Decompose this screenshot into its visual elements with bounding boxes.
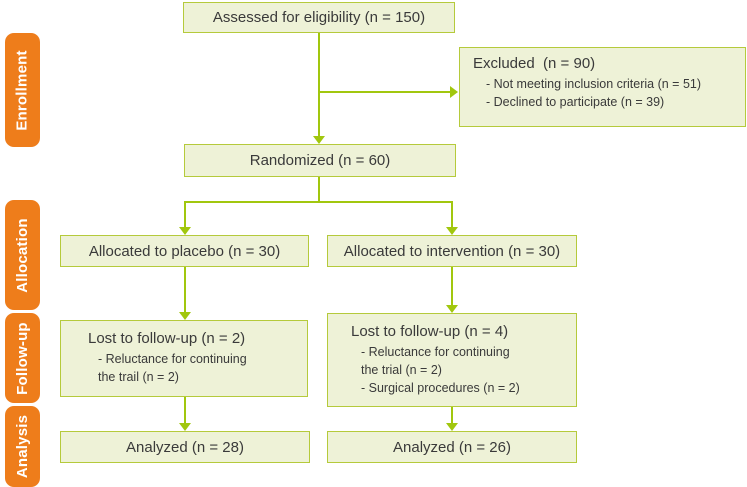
- arrowhead-down-icon: [179, 312, 191, 320]
- randomized-box: Randomized (n = 60): [184, 144, 456, 177]
- arrowhead-right-icon: [450, 86, 458, 98]
- allocated-placebo-text: Allocated to placebo (n = 30): [88, 242, 281, 260]
- connector-line: [451, 407, 453, 424]
- assessed-eligibility-box: Assessed for eligibility (n = 150): [183, 2, 455, 33]
- lost-followup-intervention-reason: - Surgical procedures (n = 2): [361, 380, 520, 395]
- stage-label-enrollment: Enrollment: [5, 33, 40, 147]
- analyzed-placebo-text: Analyzed (n = 28): [126, 438, 244, 456]
- allocated-intervention-box: Allocated to intervention (n = 30): [327, 235, 577, 267]
- connector-line: [318, 91, 450, 93]
- stage-label-followup: Follow-up: [5, 313, 40, 403]
- arrowhead-down-icon: [313, 136, 325, 144]
- arrowhead-down-icon: [446, 423, 458, 431]
- lost-followup-placebo-reason: - Reluctance for continuing the trail (n…: [98, 352, 247, 384]
- lost-followup-placebo-title: Lost to follow-up (n = 2): [88, 330, 246, 347]
- connector-line: [184, 201, 186, 228]
- excluded-reason-item: - Declined to participate (n = 39): [486, 94, 665, 109]
- arrowhead-down-icon: [446, 305, 458, 313]
- lost-followup-intervention-reason: - Reluctance for continuing the trial (n…: [361, 345, 510, 377]
- assessed-eligibility-text: Assessed for eligibility (n = 150): [212, 9, 426, 26]
- excluded-reason-item: - Not meeting inclusion criteria (n = 51…: [486, 77, 702, 91]
- analyzed-placebo-box: Analyzed (n = 28): [60, 431, 310, 463]
- connector-line: [318, 177, 320, 201]
- connector-line: [184, 267, 186, 313]
- excluded-title: Excluded (n = 90): [473, 55, 596, 72]
- connector-line: [184, 397, 186, 424]
- lost-followup-placebo-box: Lost to follow-up (n = 2) - Reluctance f…: [60, 320, 308, 397]
- excluded-box: Excluded (n = 90) - Not meeting inclusio…: [459, 47, 746, 127]
- connector-line: [451, 201, 453, 228]
- lost-followup-intervention-box: Lost to follow-up (n = 4) - Reluctance f…: [327, 313, 577, 407]
- connector-line: [318, 33, 320, 137]
- arrowhead-down-icon: [179, 423, 191, 431]
- lost-followup-intervention-title: Lost to follow-up (n = 4): [351, 323, 509, 340]
- analyzed-intervention-box: Analyzed (n = 26): [327, 431, 577, 463]
- stage-label-allocation: Allocation: [5, 200, 40, 310]
- stage-label-analysis-text: Analysis: [14, 414, 31, 479]
- stage-label-enrollment-text: Enrollment: [14, 49, 31, 131]
- stage-label-analysis: Analysis: [5, 406, 40, 487]
- analyzed-intervention-text: Analyzed (n = 26): [393, 438, 511, 456]
- allocated-placebo-box: Allocated to placebo (n = 30): [60, 235, 309, 267]
- arrowhead-down-icon: [179, 227, 191, 235]
- connector-line: [451, 267, 453, 306]
- allocated-intervention-text: Allocated to intervention (n = 30): [343, 242, 561, 260]
- stage-label-followup-text: Follow-up: [14, 321, 31, 395]
- connector-line: [184, 201, 453, 203]
- stage-label-allocation-text: Allocation: [14, 217, 32, 293]
- randomized-text: Randomized (n = 60): [249, 152, 391, 169]
- arrowhead-down-icon: [446, 227, 458, 235]
